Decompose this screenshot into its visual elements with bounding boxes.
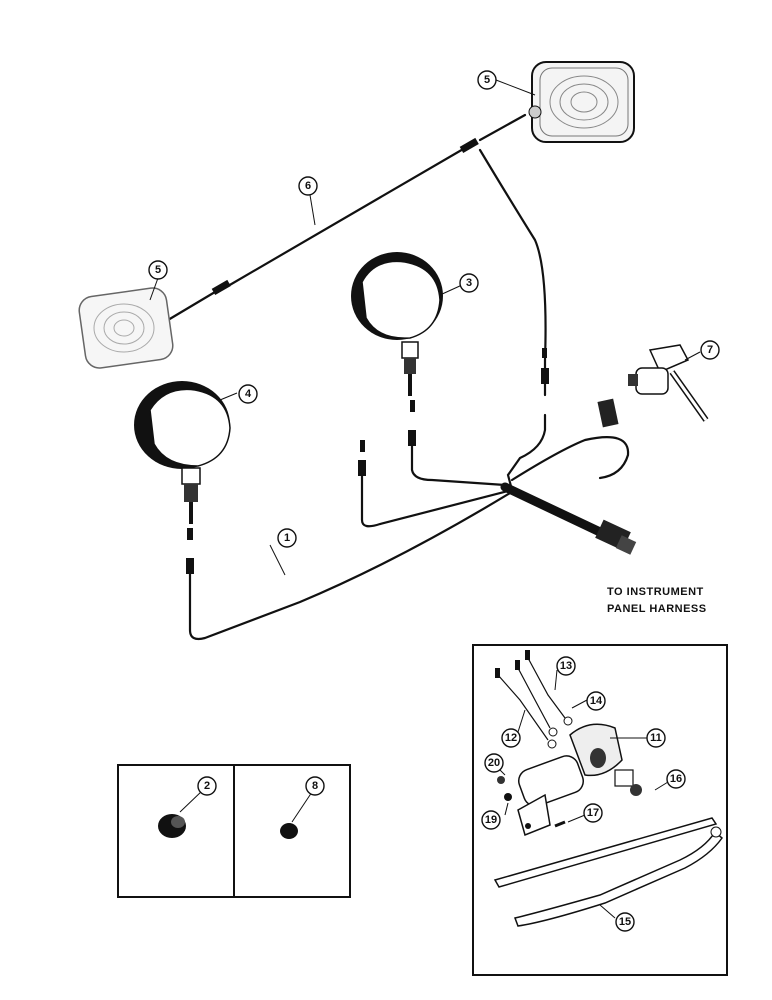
svg-text:5: 5 (155, 264, 161, 276)
callout-15: 15 (615, 912, 635, 932)
callout-leaders (149, 79, 701, 576)
callout-8: 8 (305, 776, 325, 796)
callout-20: 20 (484, 753, 504, 773)
svg-text:12: 12 (505, 732, 517, 744)
headlamp-3 (351, 252, 443, 396)
note-line-2: PANEL HARNESS (607, 603, 707, 615)
rear-lamp-top (528, 61, 635, 143)
callout-5-left: 5 (148, 260, 168, 280)
callout-16: 16 (666, 769, 686, 789)
svg-text:17: 17 (587, 807, 599, 819)
callout-12: 12 (501, 728, 521, 748)
svg-text:4: 4 (245, 388, 252, 400)
svg-text:7: 7 (707, 344, 713, 356)
bulb-8 (280, 791, 313, 839)
callout-5-top: 5 (477, 70, 497, 90)
svg-text:8: 8 (312, 780, 318, 792)
svg-text:5: 5 (484, 74, 490, 86)
svg-text:15: 15 (619, 916, 631, 928)
rear-lamp-wire (166, 113, 527, 322)
svg-text:13: 13 (560, 660, 572, 672)
svg-text:20: 20 (488, 757, 500, 769)
callout-14: 14 (586, 691, 606, 711)
callout-19: 19 (481, 810, 501, 830)
callout-3: 3 (459, 273, 479, 293)
callout-17: 17 (583, 803, 603, 823)
svg-text:3: 3 (466, 277, 472, 289)
bulb-inset: 2 8 (117, 764, 351, 898)
svg-text:14: 14 (590, 695, 603, 707)
note-line-1: TO INSTRUMENT (607, 586, 704, 598)
callout-7: 7 (700, 340, 720, 360)
svg-text:6: 6 (305, 180, 311, 192)
callout-6: 6 (298, 176, 318, 196)
svg-text:1: 1 (284, 532, 290, 544)
callout-2: 2 (197, 776, 217, 796)
callout-13: 13 (556, 656, 576, 676)
callout-1: 1 (277, 528, 297, 548)
wiper-inset (472, 644, 728, 976)
svg-text:19: 19 (485, 814, 497, 826)
bulb-2 (158, 789, 204, 838)
headlamp-4 (134, 381, 231, 524)
rear-lamp-left (78, 287, 174, 369)
sender-7 (628, 344, 709, 422)
wiper-motor (517, 723, 642, 837)
svg-text:16: 16 (670, 773, 682, 785)
main-harness (186, 148, 637, 641)
svg-text:2: 2 (204, 780, 210, 792)
svg-text:11: 11 (650, 732, 662, 744)
callout-4: 4 (238, 384, 258, 404)
callout-11: 11 (646, 728, 666, 748)
